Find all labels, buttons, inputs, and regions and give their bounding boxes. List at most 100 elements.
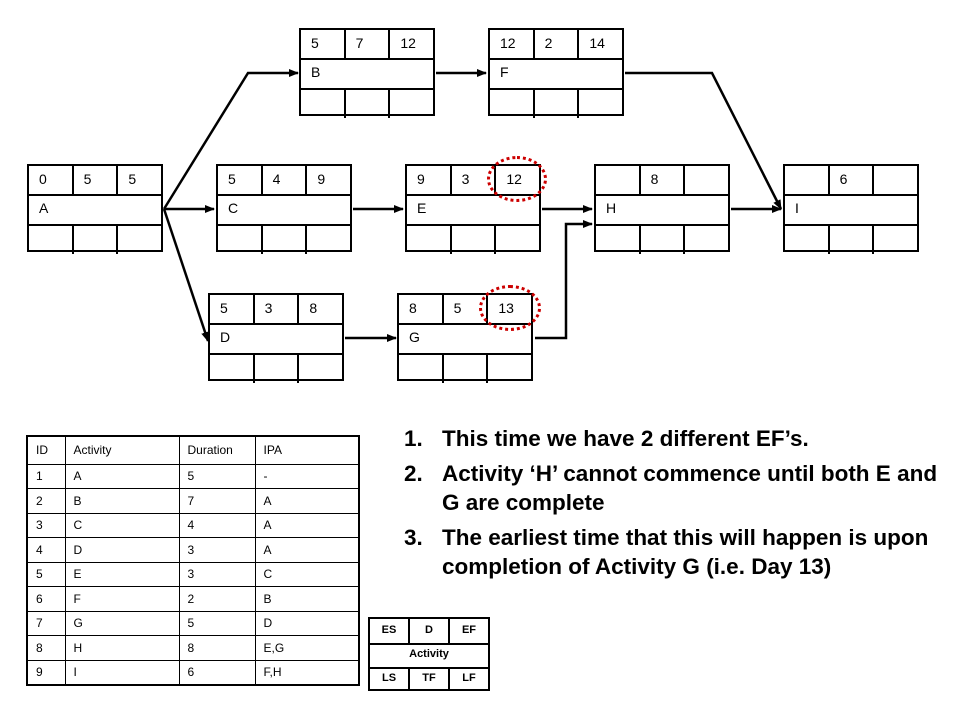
cell-duration: 2 <box>178 586 256 612</box>
node-h: 8 H <box>594 164 730 254</box>
cell-id: 7 <box>26 610 66 636</box>
node-b-lf <box>390 90 433 118</box>
cell-id: 9 <box>26 659 66 685</box>
edge-a-d <box>162 208 210 342</box>
cell-duration: 7 <box>178 488 256 514</box>
node-f-lf <box>579 90 622 118</box>
cell-activity: I <box>64 659 180 685</box>
notes-list: 1. This time we have 2 different EF’s. 2.… <box>404 424 944 587</box>
node-d-label: D <box>220 329 231 345</box>
node-f-label: F <box>500 64 509 80</box>
node-a-lf <box>118 226 161 254</box>
node-e-tf <box>452 226 497 254</box>
cell-duration: 5 <box>178 610 256 636</box>
node-c-es: 5 <box>218 166 263 194</box>
node-e-ls <box>407 226 452 254</box>
header-id: ID <box>26 435 66 465</box>
header-ipa: IPA <box>254 435 360 465</box>
cell-id: 1 <box>26 463 66 489</box>
cell-activity: B <box>64 488 180 514</box>
node-a-ls <box>29 226 74 254</box>
node-d-es: 5 <box>210 295 255 323</box>
node-a-label: A <box>39 200 49 216</box>
node-c-lf <box>307 226 350 254</box>
cell-activity: D <box>64 537 180 563</box>
table-header-row: ID Activity Duration IPA <box>26 435 360 465</box>
node-c-ls <box>218 226 263 254</box>
cell-activity: G <box>64 610 180 636</box>
note-item: 1. This time we have 2 different EF’s. <box>404 424 944 453</box>
note-item: 2.Activity ‘H’ cannot commence until bot… <box>404 459 944 517</box>
note-number: 3. <box>404 525 423 550</box>
cell-activity: H <box>64 635 180 661</box>
node-a-es: 0 <box>29 166 74 194</box>
cell-activity: C <box>64 512 180 538</box>
node-g-lf <box>488 355 531 383</box>
node-e-es: 9 <box>407 166 452 194</box>
node-d-duration: 3 <box>255 295 300 323</box>
node-a-ef: 5 <box>128 171 137 187</box>
node-d-lf <box>299 355 342 383</box>
cell-id: 3 <box>26 512 66 538</box>
note-item: 3. The earliest time that this will happe… <box>404 523 944 581</box>
node-b-tf <box>346 90 391 118</box>
node-a-tf <box>74 226 119 254</box>
node-f-es: 12 <box>490 30 535 58</box>
highlight-e-ef <box>487 156 547 202</box>
note-text: The earliest time that this will happen … <box>442 525 929 579</box>
node-c-ef: 9 <box>317 171 326 187</box>
node-d-tf <box>255 355 300 383</box>
cell-activity: A <box>64 463 180 489</box>
cell-ipa: A <box>254 537 360 563</box>
cell-ipa: B <box>254 586 360 612</box>
note-text: This time we have 2 different EF’s. <box>442 426 809 451</box>
cell-duration: 6 <box>178 659 256 685</box>
node-h-lf <box>685 226 728 254</box>
node-i: 6 I <box>783 164 919 254</box>
cell-id: 8 <box>26 635 66 661</box>
node-c-tf <box>263 226 308 254</box>
node-h-es <box>596 166 641 194</box>
node-d-ef: 8 <box>309 300 318 316</box>
cell-ipa: - <box>254 463 360 489</box>
node-i-tf <box>830 226 875 254</box>
cell-ipa: A <box>254 488 360 514</box>
legend-node: ES D EF Activity LS TF LF <box>368 617 490 691</box>
cell-duration: 3 <box>178 537 256 563</box>
cell-ipa: C <box>254 561 360 587</box>
node-b-duration: 7 <box>346 30 391 58</box>
legend-activity: Activity <box>409 648 449 660</box>
node-h-label: H <box>606 200 617 216</box>
note-number: 1. <box>404 426 423 451</box>
legend-es: ES <box>370 619 410 643</box>
cell-id: 6 <box>26 586 66 612</box>
cell-ipa: D <box>254 610 360 636</box>
node-h-duration: 8 <box>641 166 686 194</box>
node-b-ef: 12 <box>400 35 416 51</box>
node-g-ls <box>399 355 444 383</box>
cell-id: 2 <box>26 488 66 514</box>
cell-duration: 3 <box>178 561 256 587</box>
node-i-ef <box>874 166 917 194</box>
header-duration: Duration <box>178 435 256 465</box>
node-b-es: 5 <box>301 30 346 58</box>
note-number: 2. <box>404 461 423 486</box>
cell-activity: E <box>64 561 180 587</box>
node-g-tf <box>444 355 489 383</box>
edge-g-h <box>535 220 593 340</box>
node-e-lf <box>496 226 539 254</box>
node-i-ls <box>785 226 830 254</box>
